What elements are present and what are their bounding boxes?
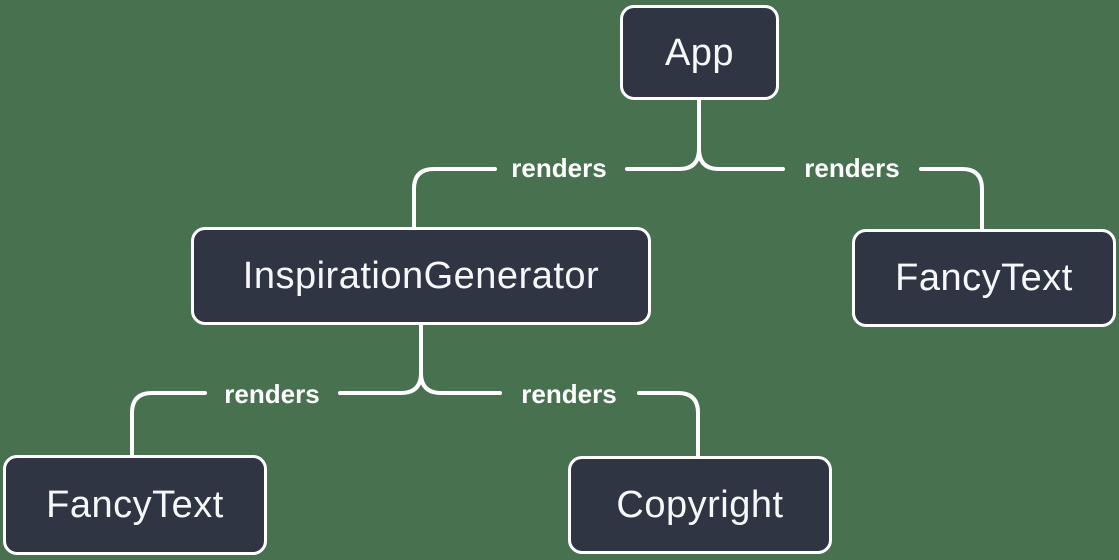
- connector-inspirationgenerator-to-fancytext-a: [338, 320, 423, 395]
- edge-label-app-inspirationgenerator: renders: [511, 153, 607, 183]
- connector-app-to-inspirationgenerator-b: [412, 167, 497, 234]
- node-inspiration-generator: InspirationGenerator: [191, 227, 651, 325]
- connector-inspirationgenerator-to-copyright-a: [419, 320, 502, 395]
- node-copyright-label: Copyright: [616, 484, 784, 526]
- connector-app-to-fancytext-b: [919, 167, 984, 236]
- node-app: App: [620, 5, 779, 100]
- node-copyright: Copyright: [568, 456, 832, 554]
- connector-app-to-fancytext-a: [697, 96, 785, 171]
- node-app-label: App: [664, 31, 735, 74]
- edge-label-app-fancytext: renders: [804, 153, 900, 183]
- connector-inspirationgenerator-to-fancytext-b: [130, 391, 207, 462]
- node-fancy-text-top: FancyText: [852, 229, 1116, 327]
- edge-label-inspirationgenerator-copyright: renders: [521, 379, 617, 409]
- node-inspiration-generator-label: InspirationGenerator: [242, 255, 600, 297]
- node-fancy-text-top-label: FancyText: [895, 257, 1073, 299]
- edge-label-inspirationgenerator-fancytext: renders: [224, 379, 320, 409]
- node-fancy-text-bottom: FancyText: [3, 455, 267, 555]
- connector-app-to-inspirationgenerator-a: [625, 96, 701, 171]
- connector-inspirationgenerator-to-copyright-b: [637, 391, 700, 463]
- node-fancy-text-bottom-label: FancyText: [46, 484, 224, 526]
